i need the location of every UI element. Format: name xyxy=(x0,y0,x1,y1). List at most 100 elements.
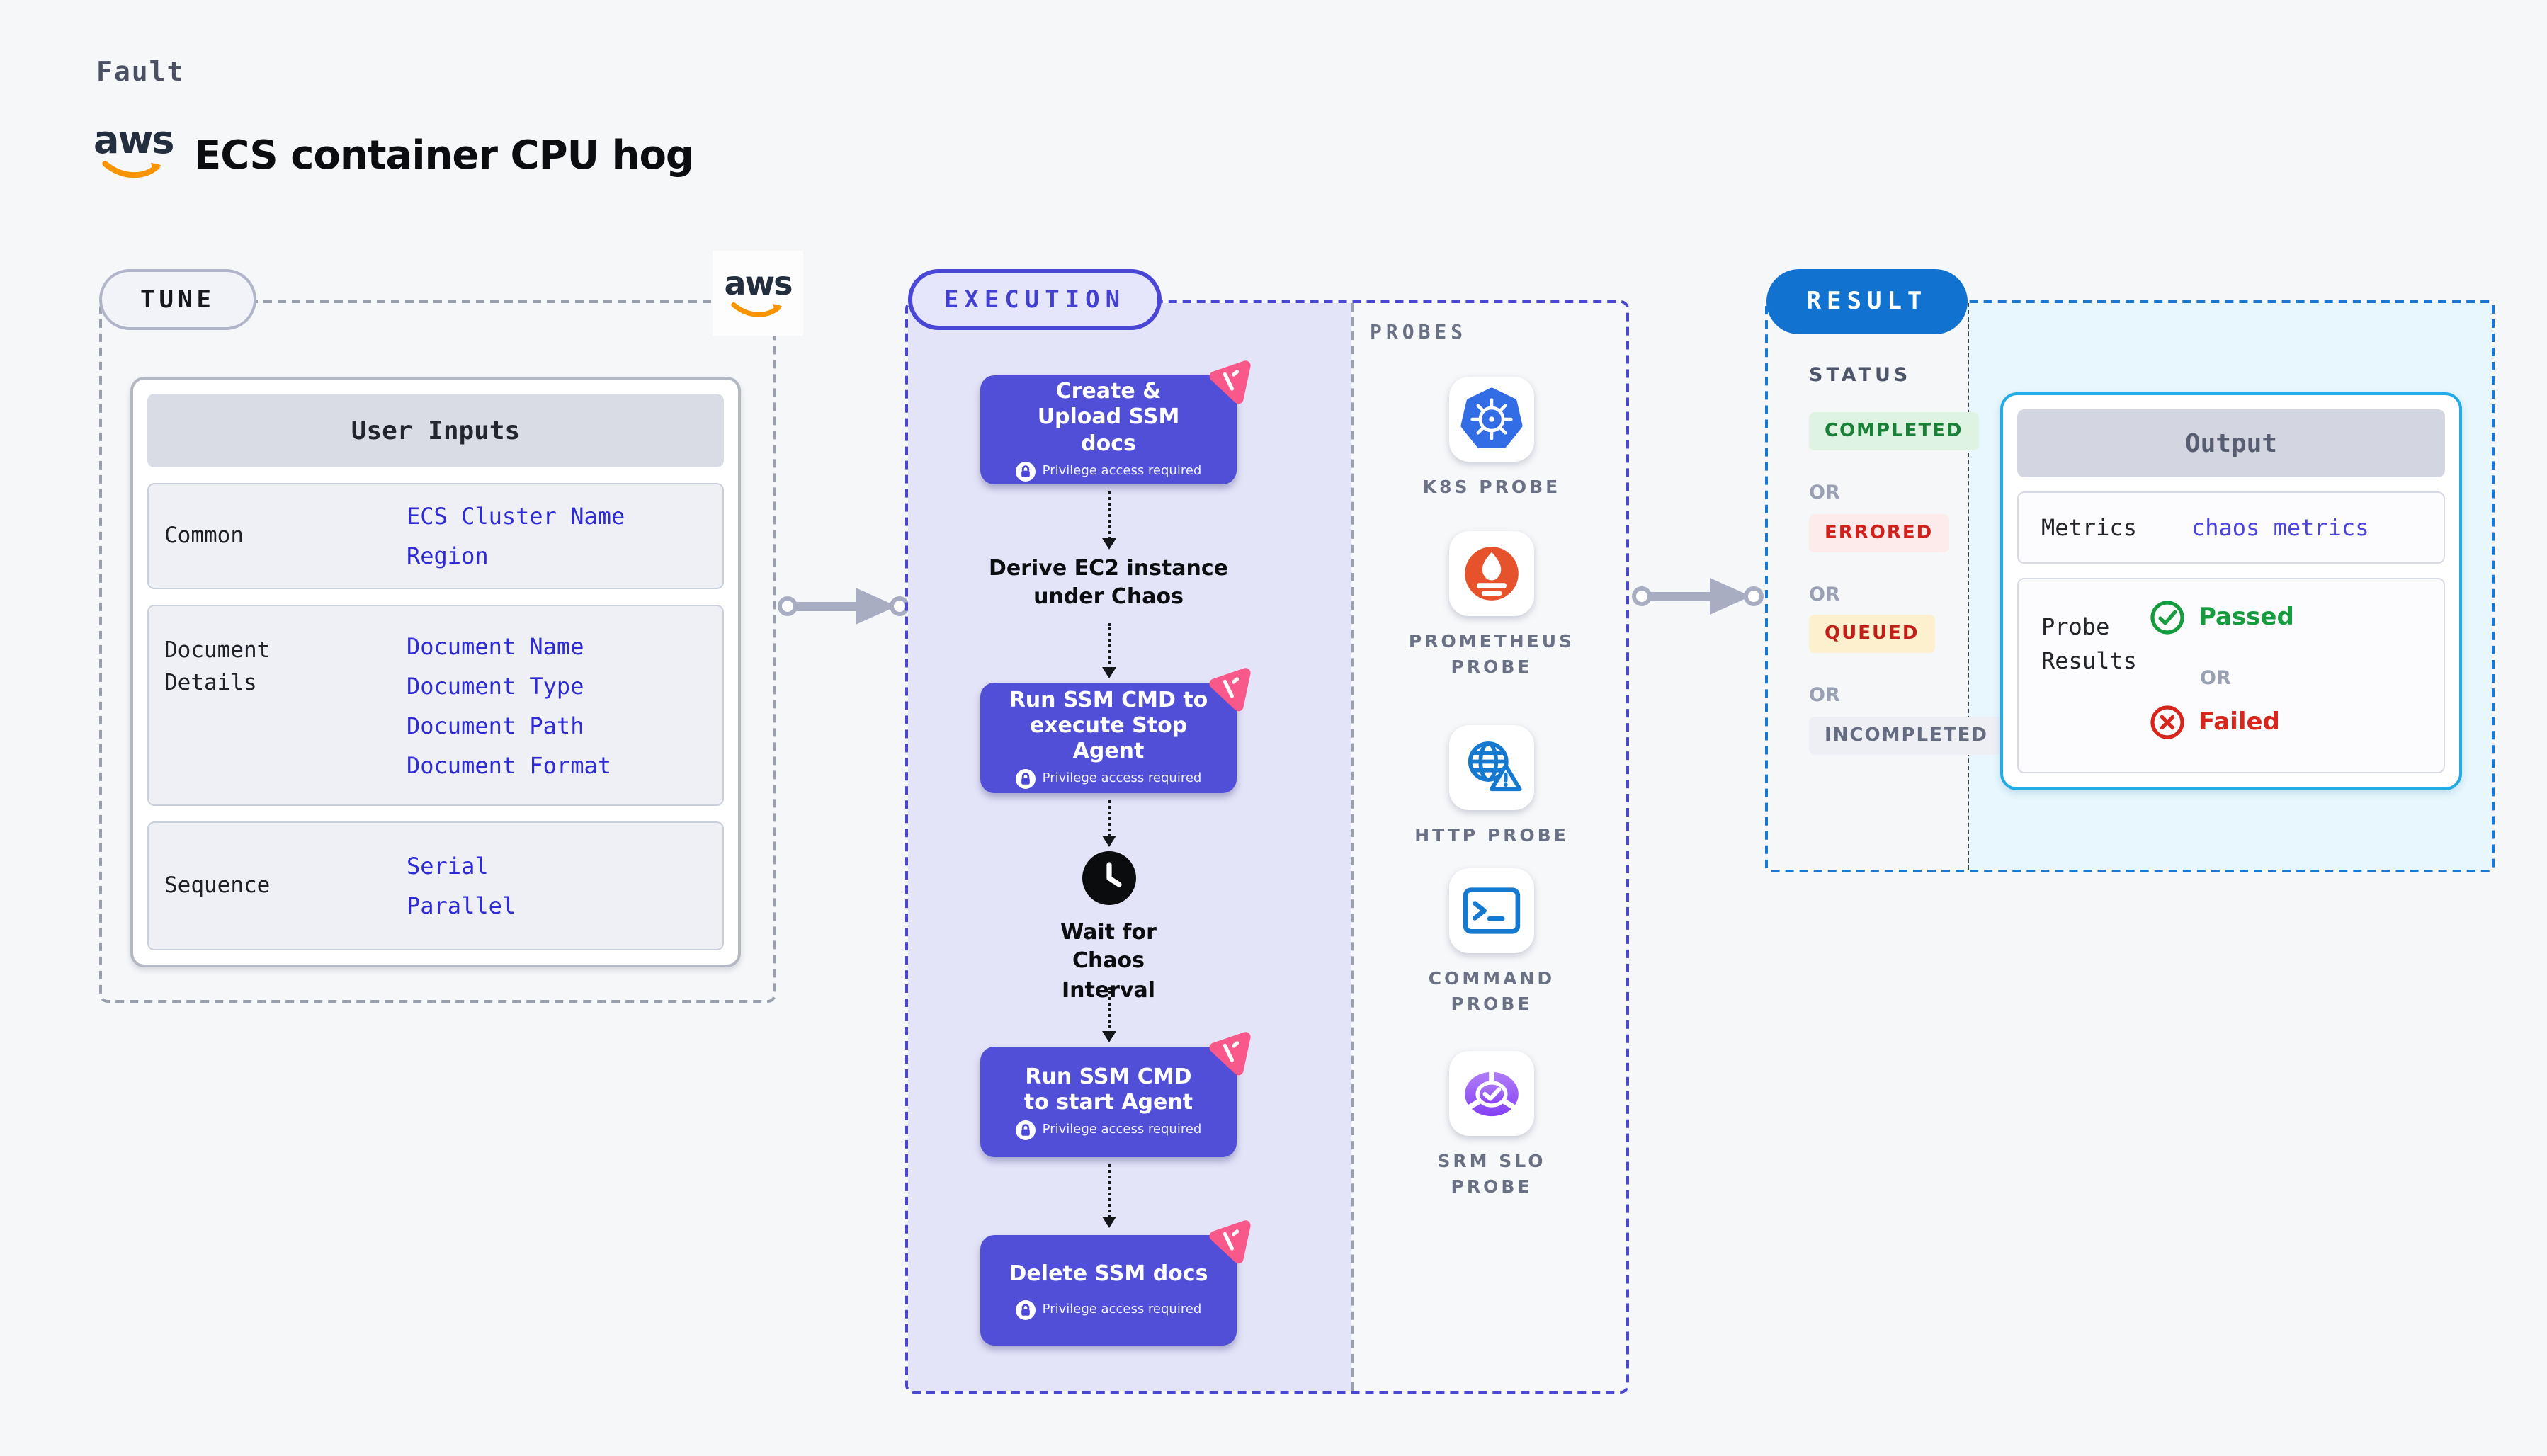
output-card: Output Metrics chaos metrics Probe Resul… xyxy=(2000,392,2462,790)
output-header: Output xyxy=(2017,409,2445,477)
status-badge-queued: QUEUED xyxy=(1809,615,1935,653)
aws-logo: aws xyxy=(93,119,174,180)
metrics-label: Metrics xyxy=(2041,514,2137,541)
tune-pill: TUNE xyxy=(99,269,256,330)
row-value: Parallel xyxy=(407,892,516,919)
privilege-label: Privilege access required xyxy=(1042,1123,1202,1138)
row-label: Document Details xyxy=(164,637,271,696)
aws-logo-text: aws xyxy=(724,266,793,302)
probe-results-row: Probe Results Passed OR Failed xyxy=(2017,578,2445,773)
lock-icon xyxy=(1015,769,1036,790)
check-circle-icon xyxy=(2150,601,2184,635)
probe-item-http: HTTP PROBE xyxy=(1407,725,1577,848)
flow-arrow-down xyxy=(1101,491,1116,550)
status-badge-completed: COMPLETED xyxy=(1809,412,1979,450)
step-title: Create & Upload SSM docs xyxy=(1037,378,1180,456)
http-icon xyxy=(1449,725,1534,810)
probe-label: COMMAND PROBE xyxy=(1428,967,1555,1015)
row-value: Region xyxy=(407,542,489,569)
probe-item-k8s: K8S PROBE xyxy=(1407,377,1577,500)
step-title: Run SSM CMD to start Agent xyxy=(1023,1063,1193,1115)
or-label: OR xyxy=(1809,584,1840,606)
step-derive-ec2-instance: Derive EC2 instance under Chaos xyxy=(988,555,1229,610)
chaos-icon xyxy=(1209,1032,1251,1076)
x-circle-icon xyxy=(2150,705,2184,739)
execution-pill: EXECUTION xyxy=(908,269,1162,330)
chaos-icon xyxy=(1209,1220,1251,1264)
privilege-label: Privilege access required xyxy=(1042,464,1202,479)
failed-result: Failed xyxy=(2149,704,2280,741)
execution-to-result-arrow xyxy=(1632,578,1764,615)
fault-kicker: Fault xyxy=(96,57,185,88)
or-label: OR xyxy=(2200,667,2231,690)
privilege-badge: Privilege access required xyxy=(1015,1120,1202,1141)
lock-icon xyxy=(1015,1120,1036,1141)
probe-label: K8S PROBE xyxy=(1422,476,1561,497)
tune-to-execution-arrow xyxy=(778,588,909,625)
or-label: OR xyxy=(1809,482,1840,504)
table-row-common: Common ECS Cluster Name Region xyxy=(147,483,724,589)
row-value: Document Path xyxy=(407,712,584,739)
row-value: Serial xyxy=(407,853,489,880)
status-title: STATUS xyxy=(1809,364,1912,387)
probes-panel xyxy=(1351,303,1626,1391)
srm-slo-icon xyxy=(1449,1051,1534,1136)
aws-logo-text: aws xyxy=(93,119,174,163)
probes-title: PROBES xyxy=(1370,322,1468,344)
passed-label: Passed xyxy=(2199,603,2294,632)
probe-item-command: COMMAND PROBE xyxy=(1407,868,1577,1018)
command-icon xyxy=(1449,868,1534,953)
step-card-run-ssm-start-agent: Run SSM CMD to start Agent Privilege acc… xyxy=(980,1032,1251,1157)
passed-result: Passed xyxy=(2149,599,2294,636)
row-label: Common xyxy=(164,522,244,548)
table-row-sequence: Sequence Serial Parallel xyxy=(147,821,724,950)
privilege-badge: Privilege access required xyxy=(1015,769,1201,790)
kubernetes-icon xyxy=(1449,377,1534,462)
chaos-icon xyxy=(1209,360,1251,404)
step-title: Run SSM CMD to execute Stop Agent xyxy=(1009,686,1208,764)
clock-icon xyxy=(1082,851,1136,905)
flow-arrow-down xyxy=(1101,987,1116,1042)
tune-section-box xyxy=(99,300,776,1003)
probe-item-srm-slo: SRM SLO PROBE xyxy=(1407,1051,1577,1200)
user-inputs-header: User Inputs xyxy=(147,394,724,467)
step-wait-for-chaos-interval: Wait for Chaos Interval xyxy=(1060,919,1157,1002)
step-title: Delete SSM docs xyxy=(1009,1260,1208,1286)
user-inputs-card: User Inputs Common ECS Cluster Name Regi… xyxy=(130,377,741,967)
row-value: Document Type xyxy=(407,672,584,699)
step-card-delete-ssm-docs: Delete SSM docs Privilege access require… xyxy=(980,1220,1251,1346)
privilege-badge: Privilege access required xyxy=(1015,461,1202,482)
aws-smile-icon xyxy=(102,161,161,178)
status-badge-errored: ERRORED xyxy=(1809,514,1949,552)
flow-arrow-down xyxy=(1101,800,1116,847)
or-label: OR xyxy=(1809,684,1840,707)
aws-corner-logo: aws xyxy=(713,251,803,336)
probe-item-prometheus: PROMETHEUS PROBE xyxy=(1407,531,1577,681)
wait-step xyxy=(1082,851,1136,905)
failed-label: Failed xyxy=(2199,708,2280,736)
row-value: ECS Cluster Name xyxy=(407,503,625,530)
metrics-row: Metrics chaos metrics xyxy=(2017,491,2445,564)
status-badge-incompleted: INCOMPLETED xyxy=(1809,717,2004,755)
chaos-icon xyxy=(1209,668,1251,712)
prometheus-icon xyxy=(1449,531,1534,616)
probe-label: PROMETHEUS PROBE xyxy=(1408,630,1575,678)
step-card-run-ssm-stop-agent: Run SSM CMD to execute Stop Agent Privil… xyxy=(980,668,1251,793)
privilege-label: Privilege access required xyxy=(1042,1303,1202,1318)
probe-results-label: Probe Results xyxy=(2041,613,2137,674)
lock-icon xyxy=(1015,1300,1036,1321)
aws-smile-icon xyxy=(731,301,783,317)
row-value: Document Name xyxy=(407,632,584,659)
table-row-document-details: Document Details Document Name Document … xyxy=(147,605,724,806)
privilege-badge: Privilege access required xyxy=(1015,1300,1202,1321)
execution-flow-panel xyxy=(908,303,1351,1391)
step-card-create-upload-ssm-docs: Create & Upload SSM docs Privilege acces… xyxy=(980,360,1251,484)
row-value: Document Format xyxy=(407,751,611,778)
row-label: Sequence xyxy=(164,872,271,898)
flow-arrow-down xyxy=(1101,623,1116,678)
execution-section-box xyxy=(905,300,1629,1394)
probe-label: HTTP PROBE xyxy=(1414,824,1569,846)
result-pill: RESULT xyxy=(1766,269,1968,334)
